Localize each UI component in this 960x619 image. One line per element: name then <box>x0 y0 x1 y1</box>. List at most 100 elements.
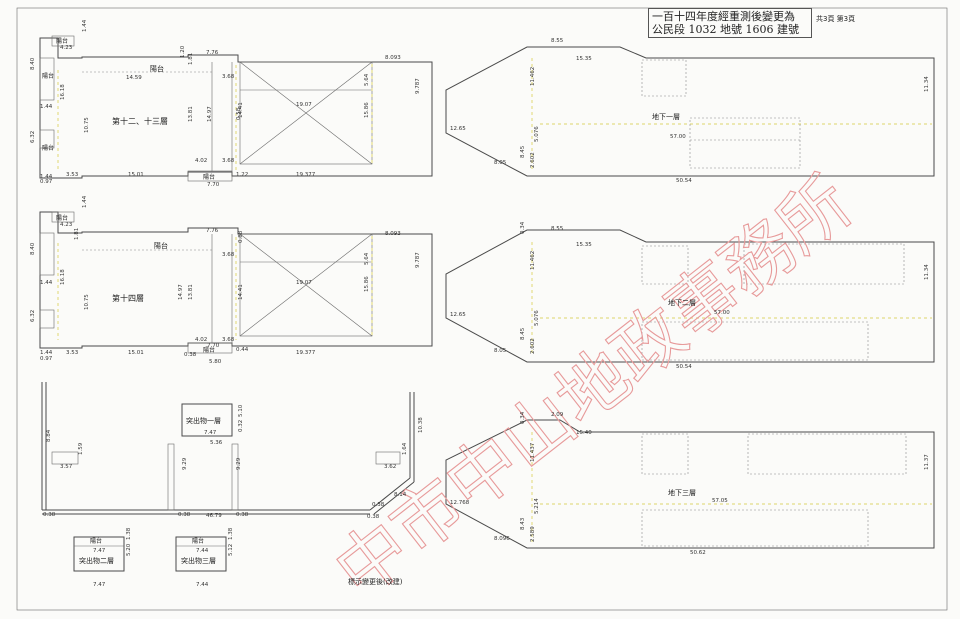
dimension-label-bottom-left: 3.57 <box>60 464 73 470</box>
label-floor-12-13: 第十二、十三層 <box>112 117 168 126</box>
dimension-label-rooftop: 7.44 <box>196 582 209 588</box>
dimension-label-b2: 8.45 <box>520 327 526 340</box>
dimension-label-mid-left: 15.86 <box>364 276 370 292</box>
dimension-label-b1: 8.55 <box>551 38 564 44</box>
dimension-label-mid-left: 16.18 <box>60 269 66 285</box>
watermark: 中市中山地政事務所 <box>319 160 867 614</box>
plan-basement-1 <box>445 46 935 177</box>
label-rooftop-3: 突出物三層 <box>181 557 216 565</box>
dimension-label-rooftop: 5.12 <box>228 543 234 556</box>
dimension-label-bottom-left: 8.14 <box>394 492 407 498</box>
dimension-label-b3: 11.37 <box>924 454 930 470</box>
dimension-label-mid-left: 3.53 <box>66 350 79 356</box>
plan-basement-2 <box>445 229 935 363</box>
dimension-label-mid-left: 7.70 <box>207 343 220 349</box>
dimension-label-mid-left: 19.377 <box>296 350 316 356</box>
dimension-label-top-left: 6.32 <box>30 130 36 143</box>
dimension-label-mid-left: 8.093 <box>385 231 401 237</box>
dimension-label-top-left: 10.75 <box>84 117 90 133</box>
dimension-label-top-left: 1.22 <box>236 172 249 178</box>
label-balcony-e: 陽台 <box>203 174 216 181</box>
dimension-label-b2: 50.54 <box>676 364 692 370</box>
dimension-label-b2: 2.602 <box>530 338 536 354</box>
dimension-label-b2: 5.076 <box>534 310 540 326</box>
dimension-label-b1: 50.54 <box>676 178 692 184</box>
dimension-label-top-left: 15.01 <box>128 172 144 178</box>
dimension-label-mid-left: 6.32 <box>30 309 36 322</box>
dimension-label-bottom-left: 1.64 <box>402 442 408 455</box>
dimension-label-bottom-left: 9.29 <box>236 457 242 470</box>
dimension-label-b1: 11.34 <box>924 76 930 92</box>
dimension-label-rooftop: 5.20 <box>126 543 132 556</box>
dimension-label-top-left: 14.59 <box>126 75 142 81</box>
dimension-label-mid-left: 14.97 <box>178 284 184 300</box>
label-rooftop-1: 突出物一層 <box>186 417 221 425</box>
label-balcony-g: 陽台 <box>154 242 168 250</box>
header-title-line2: 公民段 1032 地號 1606 建號 <box>652 23 799 36</box>
dimension-label-b1: 11.462 <box>530 66 536 86</box>
dimension-label-b1: 57.00 <box>670 134 686 140</box>
header-title-box: 一百十四年度經重測後變更為 公民段 1032 地號 1606 建號 <box>648 8 812 38</box>
label-balcony-a: 陽台 <box>56 38 69 45</box>
dimension-label-rooftop: 7.44 <box>196 548 209 554</box>
label-balcony-f: 陽台 <box>56 215 69 222</box>
dimension-label-rooftop: 1.38 <box>228 527 234 540</box>
dimension-label-b2: 57.00 <box>714 310 730 316</box>
dimension-label-b3: 8.096 <box>494 536 510 542</box>
dimension-label-mid-left: 1.44 <box>82 195 88 208</box>
dimension-label-bottom-left: 1.59 <box>78 442 84 455</box>
dimension-label-top-left: 14.41 <box>238 102 244 118</box>
dimension-label-mid-left: 5.80 <box>209 359 222 365</box>
label-balcony-d: 陽台 <box>42 145 55 152</box>
label-floor-14: 第十四層 <box>112 294 144 303</box>
label-basement-2: 地下二層 <box>668 299 696 307</box>
dimension-label-top-left: 19.07 <box>296 102 312 108</box>
dimension-label-mid-left: 3.68 <box>222 337 235 343</box>
dimension-label-mid-left: 0.97 <box>40 356 53 362</box>
plan-floor-14 <box>39 211 433 354</box>
dimension-label-b2: 12.65 <box>450 312 466 318</box>
dimension-label-top-left: 0.97 <box>40 179 53 185</box>
dimension-label-bottom-left: 0.38 <box>43 512 56 518</box>
dimension-label-top-left: 13.81 <box>188 106 194 122</box>
dimension-label-b2: 8.55 <box>551 226 564 232</box>
dimension-label-bottom-left: 10.38 <box>418 417 424 433</box>
label-balcony-c: 陽台 <box>42 73 55 80</box>
label-rooftop-2: 突出物二層 <box>79 557 114 565</box>
dimension-label-mid-left: 0.88 <box>238 230 244 243</box>
label-balcony-b: 陽台 <box>150 65 164 73</box>
dimension-label-top-left: 4.02 <box>195 158 208 164</box>
dimension-label-bottom-left: 5.10 <box>238 404 244 417</box>
dimension-label-mid-left: 3.68 <box>222 252 235 258</box>
dimension-label-top-left: 9.787 <box>415 78 421 94</box>
dimension-label-bottom-left: 5.36 <box>210 440 223 446</box>
dimension-label-b1: 5.076 <box>534 126 540 142</box>
dimension-label-b3: 57.05 <box>712 498 728 504</box>
plan-basement-3 <box>445 419 935 549</box>
dimension-label-top-left: 14.97 <box>207 106 213 122</box>
svg-text:中市中山地政事務所: 中市中山地政事務所 <box>320 161 867 613</box>
dimension-label-top-left: 15.86 <box>364 102 370 118</box>
dimension-label-mid-left: 1.44 <box>40 350 53 356</box>
plan-floor-12-13 <box>39 35 433 182</box>
caption-after-change: 標示變更後(改建) <box>348 578 403 586</box>
dimension-label-b1: 12.65 <box>450 126 466 132</box>
dimension-label-bottom-left: 7.47 <box>204 430 217 436</box>
dimension-label-mid-left: 19.07 <box>296 280 312 286</box>
label-balcony-h: 陽台 <box>203 347 216 354</box>
dimension-label-top-left: 5.64 <box>364 73 370 86</box>
dimension-label-mid-left: 14.41 <box>238 284 244 300</box>
dimension-label-bottom-left: 0.32 <box>238 419 244 432</box>
dimension-label-bottom-left: 8.84 <box>46 429 52 442</box>
label-basement-1: 地下一層 <box>652 113 680 121</box>
dimension-label-bottom-left: 0.38 <box>236 512 249 518</box>
dimension-label-mid-left: 7.76 <box>206 228 219 234</box>
dimension-label-b1: 8.45 <box>520 145 526 158</box>
dimension-label-top-left: 1.44 <box>82 19 88 32</box>
dimension-label-b3: 2.09 <box>551 412 564 418</box>
dimension-label-b2: 11.34 <box>924 264 930 280</box>
dimension-label-b2: 8.05 <box>494 348 507 354</box>
dimension-label-rooftop: 1.38 <box>126 527 132 540</box>
dimension-label-b3: 0.34 <box>520 411 526 424</box>
dimension-label-top-left: 4.23 <box>60 45 73 51</box>
